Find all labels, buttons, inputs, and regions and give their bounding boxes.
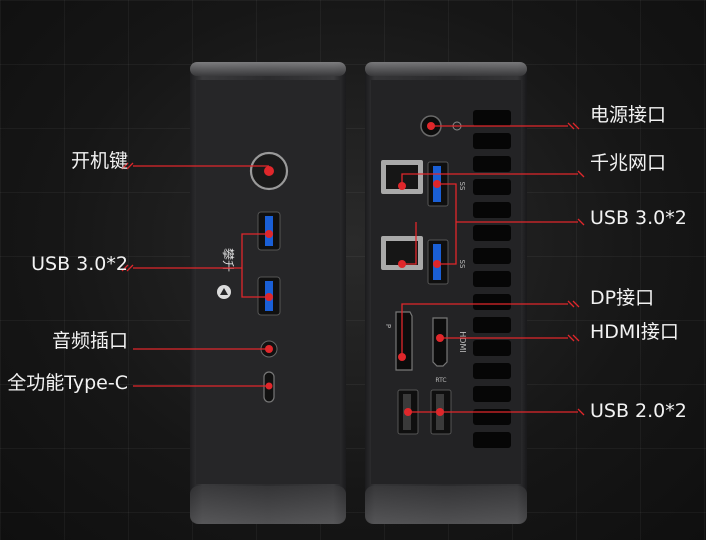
ss-mark-2: SS bbox=[458, 260, 466, 269]
rear-panel bbox=[365, 62, 527, 524]
callout-lines bbox=[133, 125, 578, 413]
callout-dashes bbox=[121, 122, 585, 416]
label-front-usb30: USB 3.0*2 bbox=[31, 253, 128, 275]
label-usb20: USB 2.0*2 bbox=[590, 400, 687, 422]
label-power-input: 电源接口 bbox=[590, 104, 667, 126]
dp-port bbox=[395, 311, 413, 371]
label-rear-usb30: USB 3.0*2 bbox=[590, 207, 687, 229]
front-usb30-port-2 bbox=[257, 276, 281, 316]
brand-logo-text: 攀升 bbox=[221, 248, 235, 272]
power-button bbox=[249, 151, 289, 191]
hdmi-mark: HDMI bbox=[458, 331, 467, 352]
dp-mark: P bbox=[384, 324, 392, 328]
label-power-button: 开机键 bbox=[70, 150, 128, 172]
label-dp: DP接口 bbox=[590, 287, 655, 309]
typec-port bbox=[263, 371, 275, 403]
hdmi-port bbox=[432, 317, 448, 367]
lan-port-2 bbox=[381, 236, 423, 270]
front-usb30-port-1 bbox=[257, 211, 281, 251]
label-hdmi: HDMI接口 bbox=[590, 321, 679, 343]
label-typec: 全功能Type-C bbox=[7, 372, 128, 394]
rtc-mark: RTC bbox=[435, 377, 446, 384]
brand-logo bbox=[217, 285, 231, 299]
front-panel bbox=[190, 62, 346, 524]
vent-grille bbox=[473, 110, 511, 448]
label-lan: 千兆网口 bbox=[590, 152, 667, 174]
ss-mark-1: SS bbox=[458, 182, 466, 191]
rear-usb30-port-2 bbox=[427, 239, 449, 285]
label-audio-jack: 音频插口 bbox=[51, 330, 128, 352]
